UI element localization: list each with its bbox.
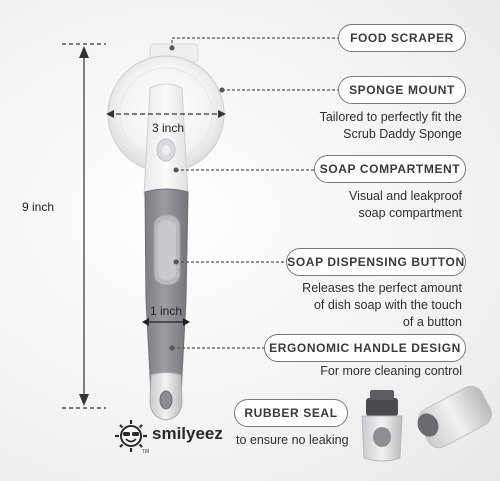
height-dimension-line (62, 43, 106, 409)
food-scraper-callout: FOOD SCRAPER (338, 24, 466, 52)
soap-dispensing-button-callout: SOAP DISPENSING BUTTON (286, 248, 466, 276)
handle-width-dimension-line (142, 318, 190, 326)
handle-width-dimension-label: 1 inch (150, 304, 183, 318)
soap-compartment-callout: SOAP COMPARTMENT (314, 155, 466, 183)
head-width-dimension-line (106, 110, 226, 118)
rubber-seal-photo (361, 385, 493, 462)
callout-leaders (169, 37, 338, 351)
soap-compartment-desc-line-1: Visual and leakproof (348, 189, 462, 203)
rubber-seal-callout: RUBBER SEAL (234, 399, 348, 427)
ergonomic-handle-description: For more cleaning control (320, 364, 462, 378)
brand-trademark: TM (142, 449, 150, 455)
soap-compartment-desc-line-2: soap compartment (358, 206, 462, 220)
soap-compartment-description: Visual and leakproof soap compartment (349, 188, 462, 222)
ergonomic-handle-callout: ERGONOMIC HANDLE DESIGN (264, 334, 466, 362)
sponge-mount-description: Tailored to perfectly fit the Scrub Dadd… (320, 109, 462, 143)
soap-button-desc-line-1: Releases the perfect amount (302, 281, 462, 295)
head-width-dimension-label: 3 inch (152, 121, 185, 135)
soap-button-desc-line-2: of dish soap with the touch (313, 298, 462, 312)
brand-name: smilyeez (152, 424, 223, 443)
height-dimension-label: 9 inch (22, 200, 55, 214)
sponge-mount-desc-line-1: Tailored to perfectly fit the (319, 110, 462, 124)
rubber-seal-description: to ensure no leaking (236, 433, 349, 447)
sponge-mount-desc-line-2: Scrub Daddy Sponge (343, 127, 462, 141)
soap-dispensing-button-description: Releases the perfect amount of dish soap… (302, 280, 462, 331)
soap-button-desc-line-3: of a button (402, 315, 462, 329)
smiling-sun-with-sunglasses-icon (115, 420, 147, 452)
sponge-mount-callout: SPONGE MOUNT (338, 76, 466, 104)
